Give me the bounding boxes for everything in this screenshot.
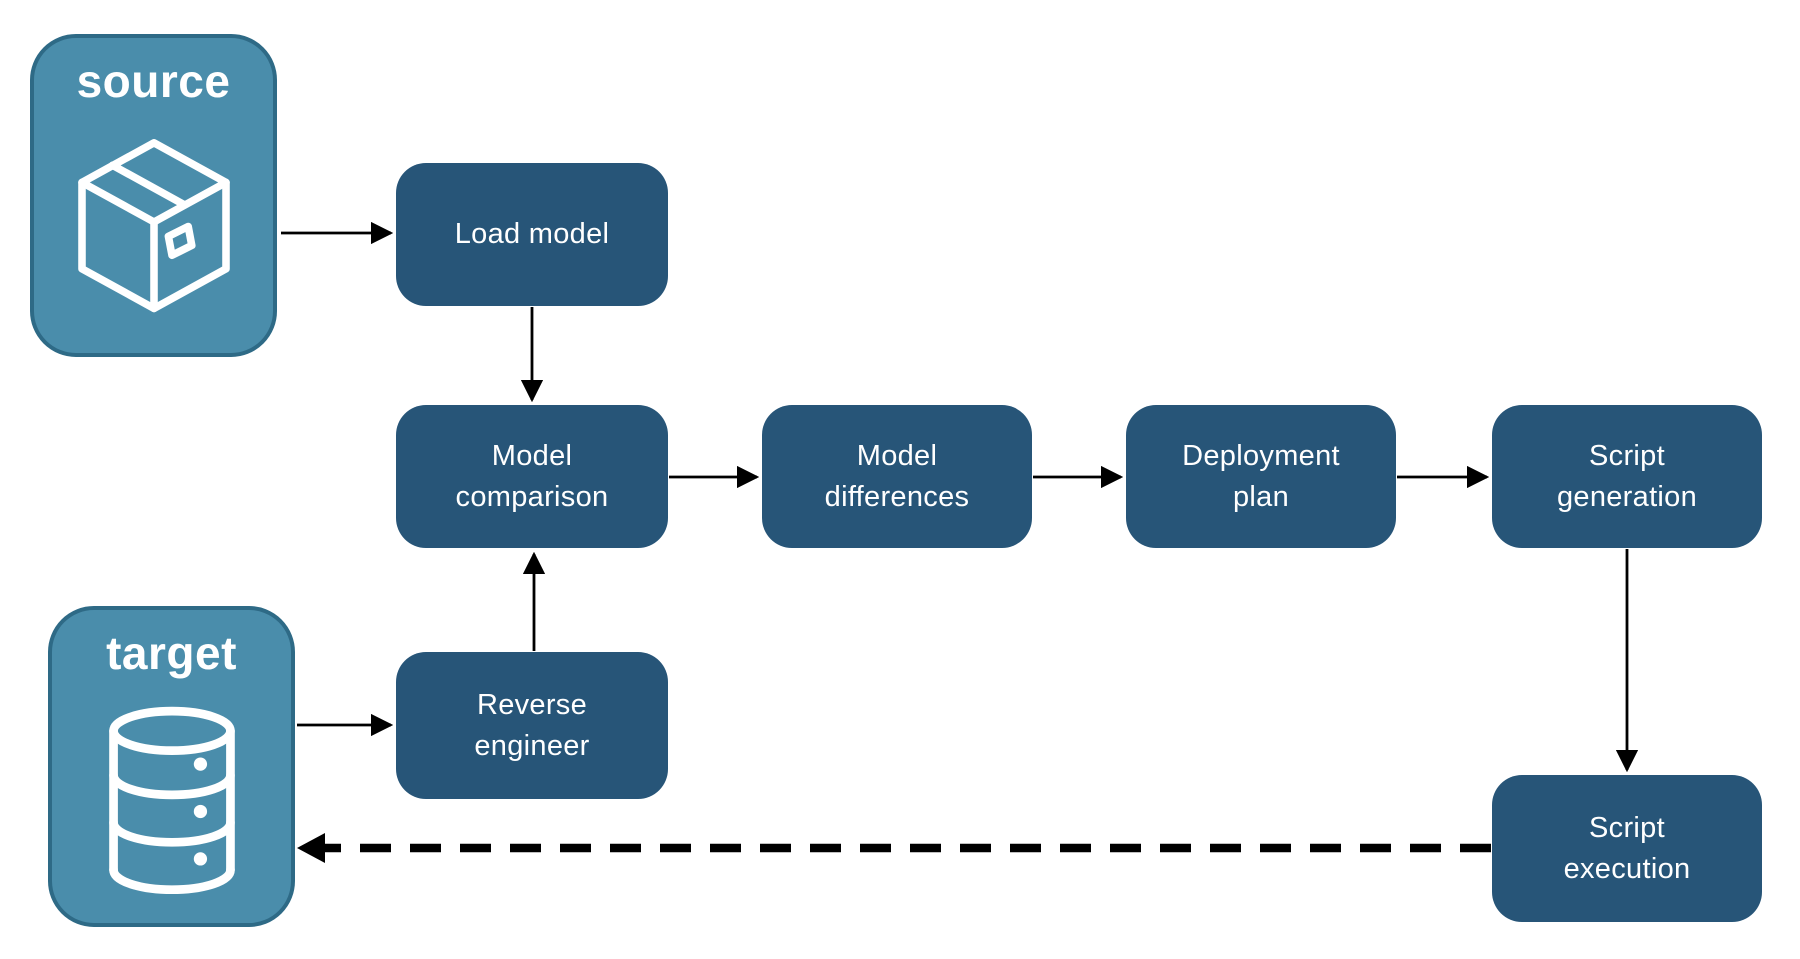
node-model-differences: Model differences [762, 405, 1032, 548]
source-label: source [76, 55, 231, 107]
target-label: target [106, 627, 237, 679]
node-deployment-plan: Deployment plan [1126, 405, 1396, 548]
endpoint-source: source [30, 34, 277, 357]
arrow-script-execution-to-target [297, 833, 1491, 863]
node-reverse-engineer: Reverse engineer [396, 652, 668, 799]
node-script-generation: Script generation [1492, 405, 1762, 548]
endpoint-target: target [48, 606, 295, 927]
node-script-execution: Script execution [1492, 775, 1762, 922]
package-icon [63, 108, 245, 353]
node-load-model: Load model [396, 163, 668, 306]
node-model-comparison: Model comparison [396, 405, 668, 548]
database-icon [93, 680, 251, 923]
